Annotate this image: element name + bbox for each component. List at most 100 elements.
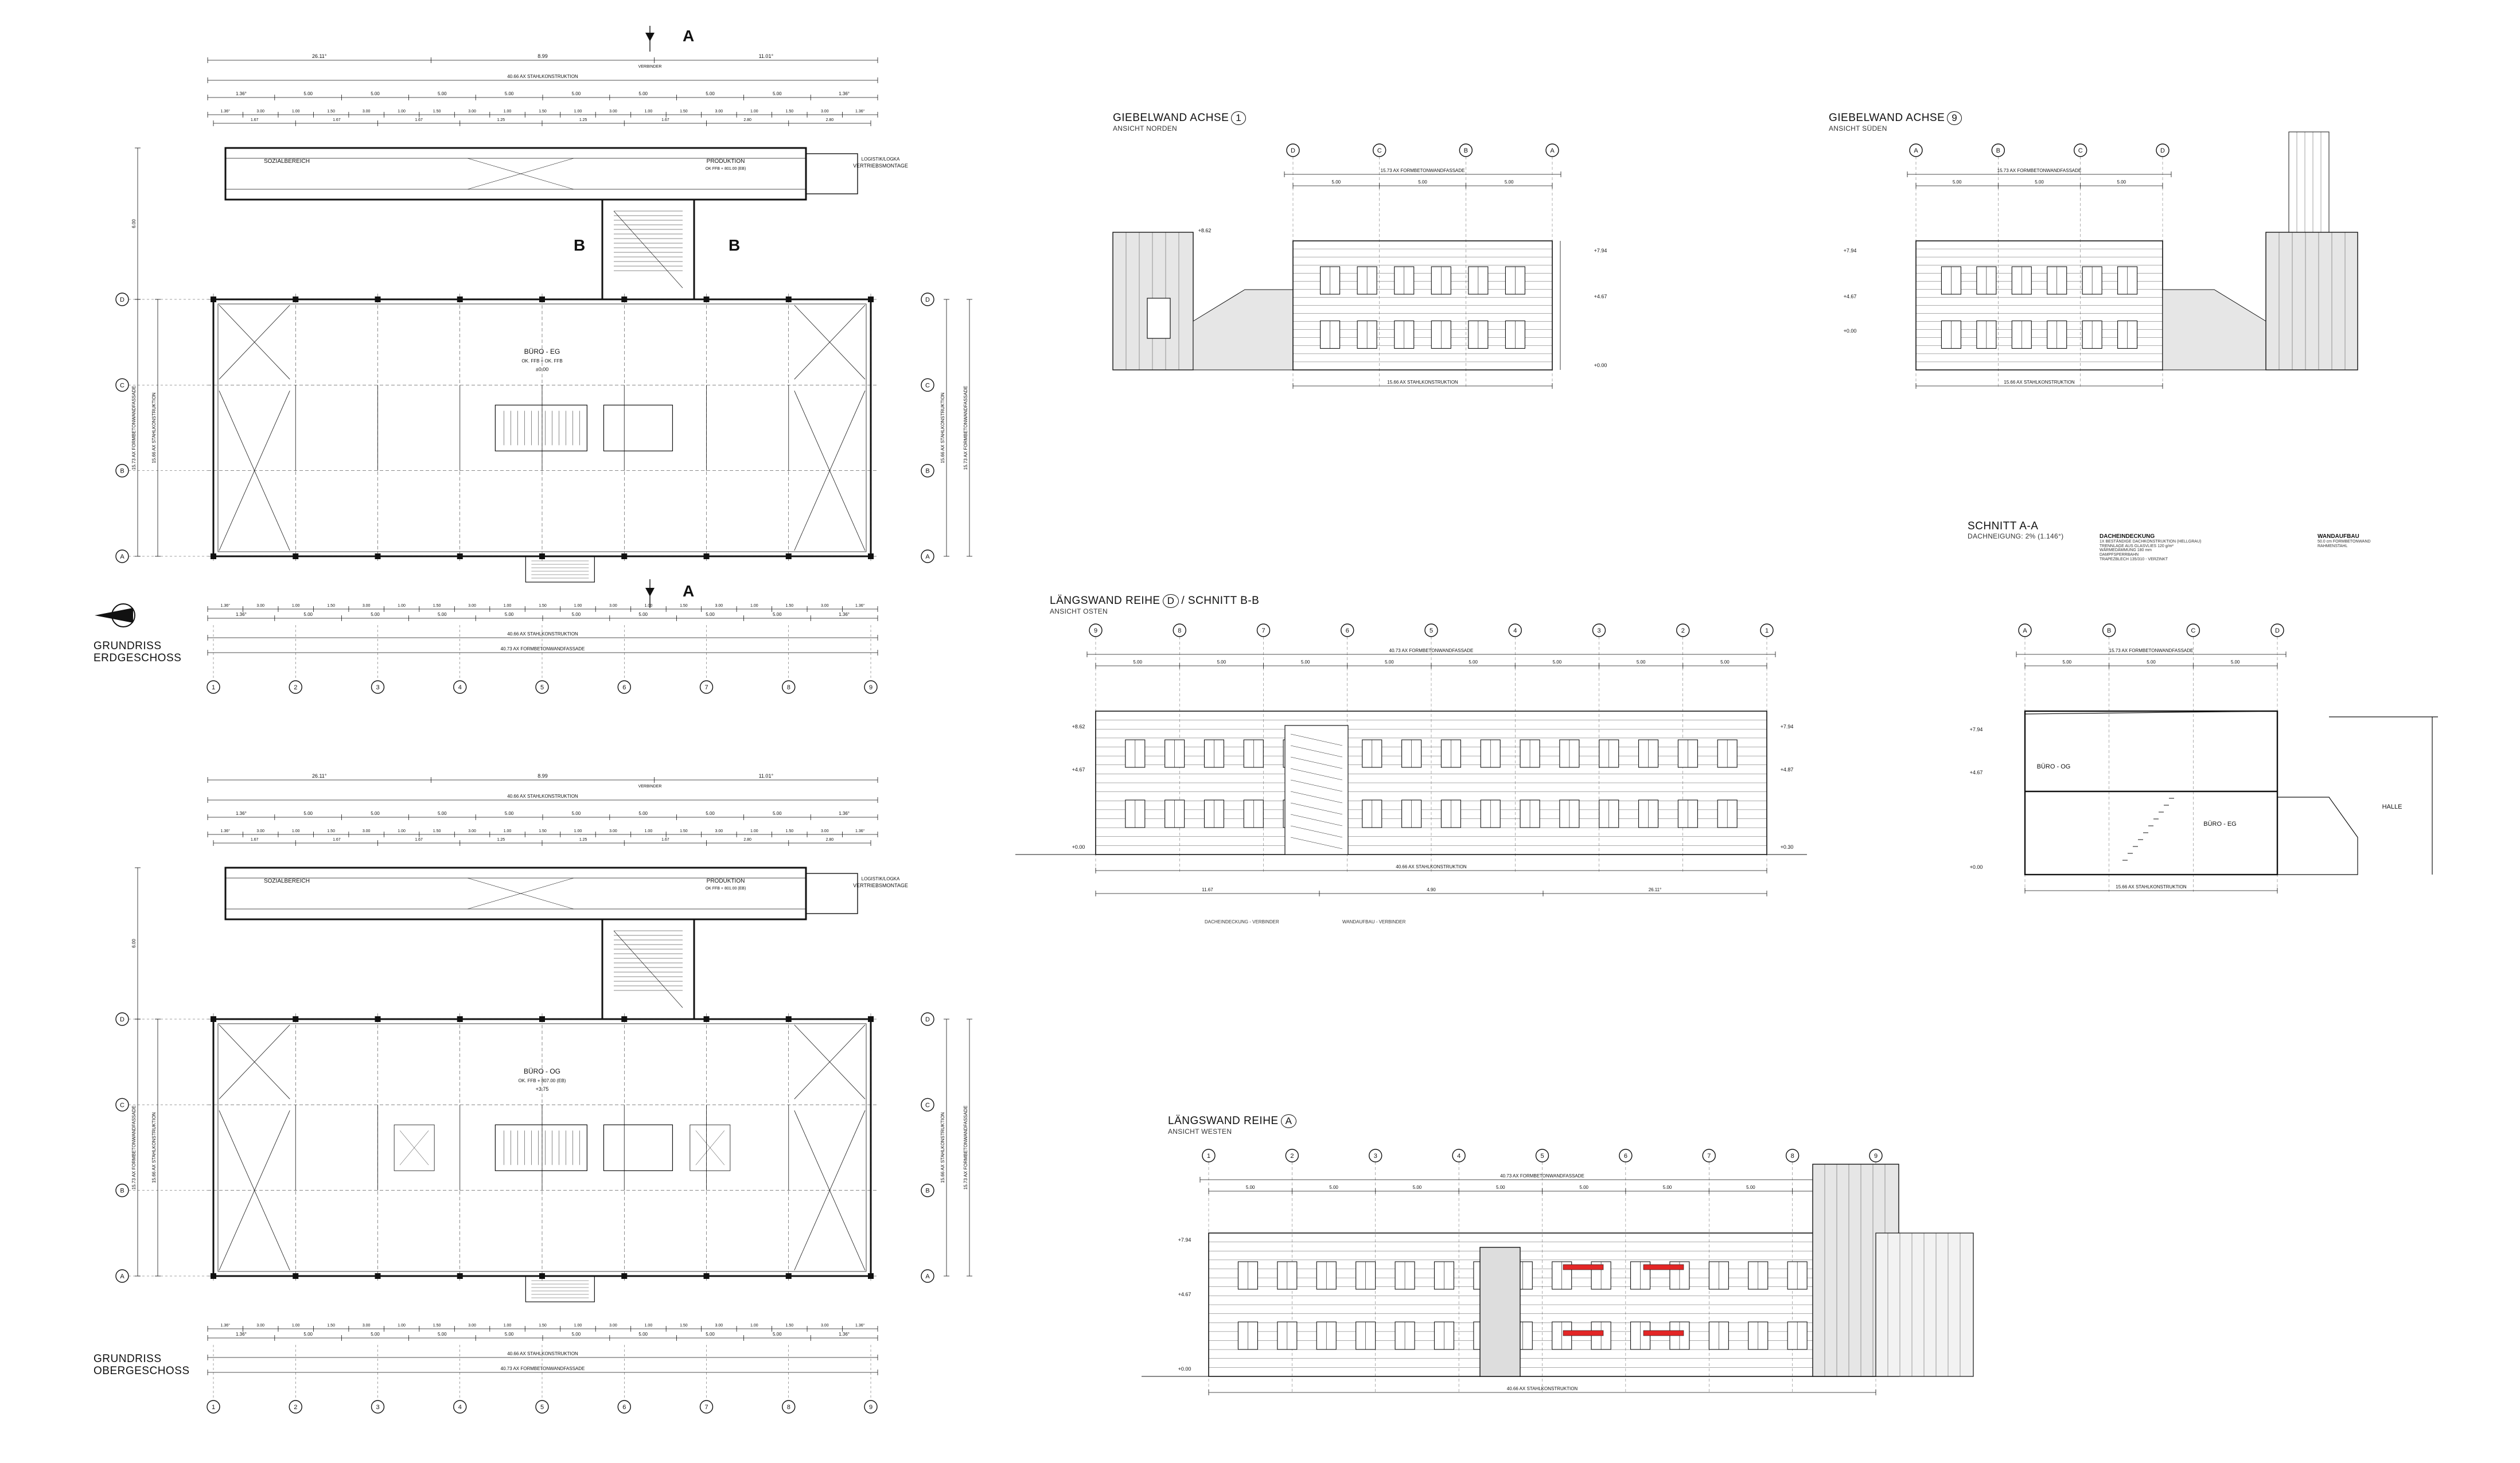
roof-notes-title: DACHEINDECKUNG [2100,533,2155,540]
axis-bubble-row [921,549,934,563]
axis-bubble-row-label: B [120,468,124,475]
dimension-label: 1.50 [680,1324,688,1328]
axis-bubble-col [864,680,878,694]
level-label: +7.94 [1844,248,1857,253]
dimension-label: 3.00 [715,1324,723,1328]
axis-bubble-row-label: C [120,1102,124,1109]
dimension-label: 1.50 [680,604,688,608]
axis-bubble-col-label: 3 [376,684,379,691]
column-bottom [457,553,463,559]
dimension-label: 1.36° [839,1332,850,1337]
static-linework: A A B B [95,26,740,627]
dimension-label: 40.66 AX STAHLKONSTRUKTION [507,1351,578,1356]
elev-south-title-text: GIEBELWAND ACHSE [1829,112,1945,124]
dimension-label: 1.50 [539,604,547,608]
column-top [703,296,710,302]
axis-bubble-col-label: 8 [787,684,790,691]
axis-bubble-col-label: 7 [704,684,708,691]
elev-east-title-suffix: / SCHNITT B-B [1181,595,1260,607]
dimension-label: 5.00 [706,811,715,816]
room-logistik: LOGISTIK/LOGKA [862,157,900,162]
room-produktion-sub: OK FFB + 801.00 (EB) [706,887,746,891]
axis-bubble-col [453,1400,467,1414]
window-header-red [1643,1330,1684,1336]
axis-bubble-label: 8 [1178,627,1181,634]
axis-bubble-col [371,680,385,694]
dimension-label: 26.11° [312,53,327,59]
column-bottom [703,1273,710,1279]
dimension-label: 5.00 [1246,1185,1255,1190]
dimension-label: 3.00 [821,1324,829,1328]
dimension-label: 1.50 [786,829,794,833]
dimension-label: 3.00 [821,110,829,114]
room-produktion: PRODUKTION [707,158,745,165]
dimension-label: 1.00 [750,829,758,833]
axis-bubble-col [617,680,631,694]
level-label: +0.00 [1178,1366,1191,1372]
axis-bubble-row-label: D [925,296,930,303]
dimension-label: 1.00 [504,604,512,608]
dimension-label: 5.00 [773,612,782,617]
dimension-label: 3.00 [609,604,617,608]
dimension-label: 26.11° [1649,887,1662,892]
stair-tower-elev [2288,131,2330,233]
dimension-label: 15.66 AX STAHLKONSTRUKTION [940,392,945,463]
dimension-label: 5.00 [2231,660,2240,665]
dimension-label: 1.50 [327,1324,335,1328]
axis-bubble-col-label: 5 [540,684,544,691]
level-label: +0.00 [1072,844,1085,850]
dimension-label: 1.50 [327,110,335,114]
dimension-label: 3.00 [256,604,264,608]
dimension-label: 1.50 [786,110,794,114]
connector-roof [1193,289,1294,370]
plan-eg-title-line1: GRUNDRISS [94,640,162,652]
window-header-red [1563,1264,1604,1270]
axis-bubble-col-label: 7 [704,1404,708,1411]
dimension-label: 6.00 [131,219,137,228]
entrance [525,556,595,583]
room-produktion-sub: OK FFB + 801.00 (EB) [706,167,746,171]
dimension-label: 15.73 AX FORMBETONWANDFASSADE [1997,168,2082,173]
dimension-label: 3.00 [821,604,829,608]
east-notes-col1-title: DACHEINDECKUNG - VERBINDER [1205,919,1279,924]
axis-bubble-label: D [1291,147,1295,154]
annex-diagonal [467,877,574,910]
axis-bubble-row-label: B [925,468,929,475]
axis-bubble-col [617,1400,631,1414]
room-level: ±0.00 [536,366,548,372]
roof-note-line: 1X BESTÄNDIGE DACHKONSTRUKTION (HELLGRAU… [2100,540,2202,544]
dimension-label: 1.00 [645,110,653,114]
wall-notes-title: WANDAUFBAU [2318,533,2359,540]
dimension-label: 5.00 [2147,660,2156,665]
dimension-label: 5.00 [438,91,447,96]
dimension-label: 11.67 [1202,887,1213,892]
stair-run [1290,779,1343,792]
dimension-label: 26.11° [312,773,327,779]
axis-bubble-label: B [1464,147,1468,154]
dimension-label: 1.50 [680,110,688,114]
dimension-label: 2.80 [826,118,834,122]
axis-bubble-col-label: 4 [458,684,462,691]
dimension-label: 1.00 [292,829,300,833]
dimension-label: 5.00 [303,91,313,96]
hall-door [1147,298,1171,339]
bracing-diagonal [219,305,290,380]
dimension-label: 3.00 [256,1324,264,1328]
axis-bubble-col [535,1400,549,1414]
entrance [525,1275,595,1302]
axis-bubble-col-label: 9 [869,684,873,691]
dimension-label: 5.00 [1413,1185,1422,1190]
axis-bubble-col-label: 5 [540,1404,544,1411]
level-label: +8.62 [1198,228,1212,233]
axis-bubble-col-label: 2 [294,1404,297,1411]
axis-bubble-col [782,680,796,694]
dimension-label: 2.80 [826,838,834,842]
stair-run [1290,745,1343,758]
level-label: +7.94 [1594,248,1607,253]
dimension-label: 5.00 [1301,660,1310,665]
roof-note-line: WÄRMEDÄMMUNG 180 mm [2100,548,2152,553]
dimension-label: 2.80 [743,118,751,122]
dimension-label: 1.67 [333,118,341,122]
